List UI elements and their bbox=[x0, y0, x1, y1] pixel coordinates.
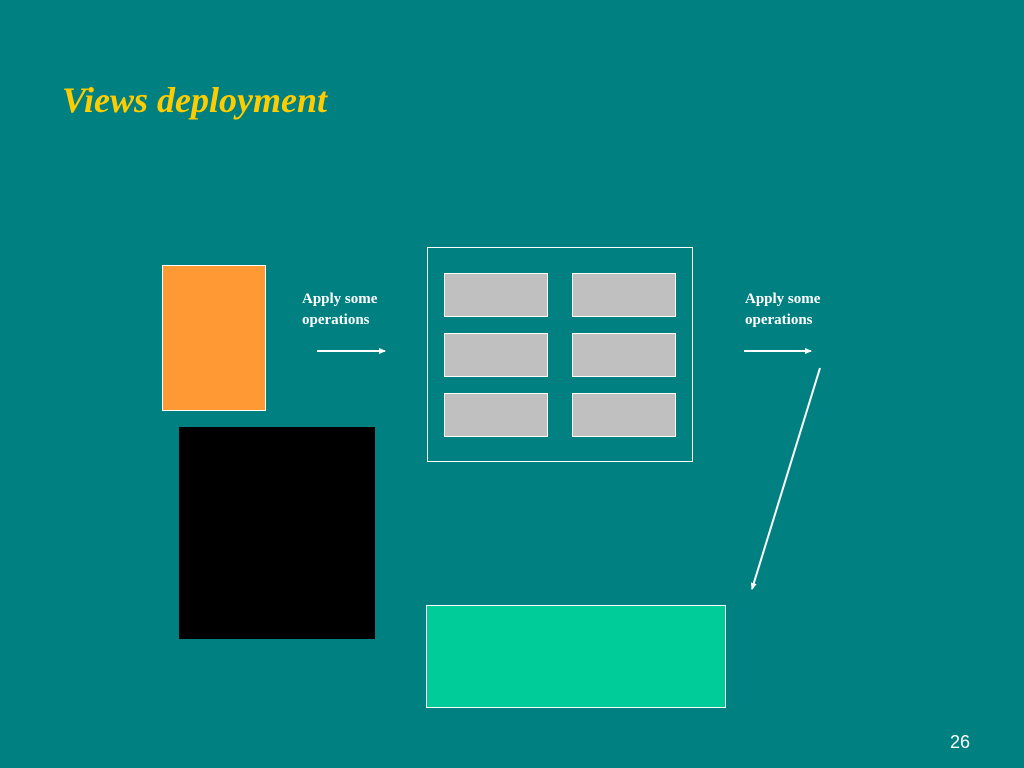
operation-label-1-line1: Apply some bbox=[302, 291, 378, 307]
result-view-box bbox=[426, 605, 726, 708]
source-view-box bbox=[162, 265, 266, 411]
view-cell-r2-c1 bbox=[444, 333, 548, 377]
view-cell-r3-c2 bbox=[572, 393, 676, 437]
operation-label-2-line2: operations bbox=[745, 312, 813, 328]
slide-title: Views deployment bbox=[62, 80, 327, 120]
view-cell-r2-c2 bbox=[572, 333, 676, 377]
operation-label-1: Apply some operations bbox=[302, 289, 377, 331]
operation-label-2: Apply some operations bbox=[745, 289, 820, 331]
view-cell-r1-c2 bbox=[572, 273, 676, 317]
view-cell-r3-c1 bbox=[444, 393, 548, 437]
operation-label-2-line1: Apply some bbox=[745, 291, 821, 307]
view-cell-r1-c1 bbox=[444, 273, 548, 317]
black-block bbox=[179, 427, 375, 639]
operation-label-1-line2: operations bbox=[302, 312, 370, 328]
arrow-to-result-view bbox=[750, 367, 821, 590]
page-number: 26 bbox=[949, 732, 971, 752]
views-group-frame bbox=[427, 247, 693, 462]
